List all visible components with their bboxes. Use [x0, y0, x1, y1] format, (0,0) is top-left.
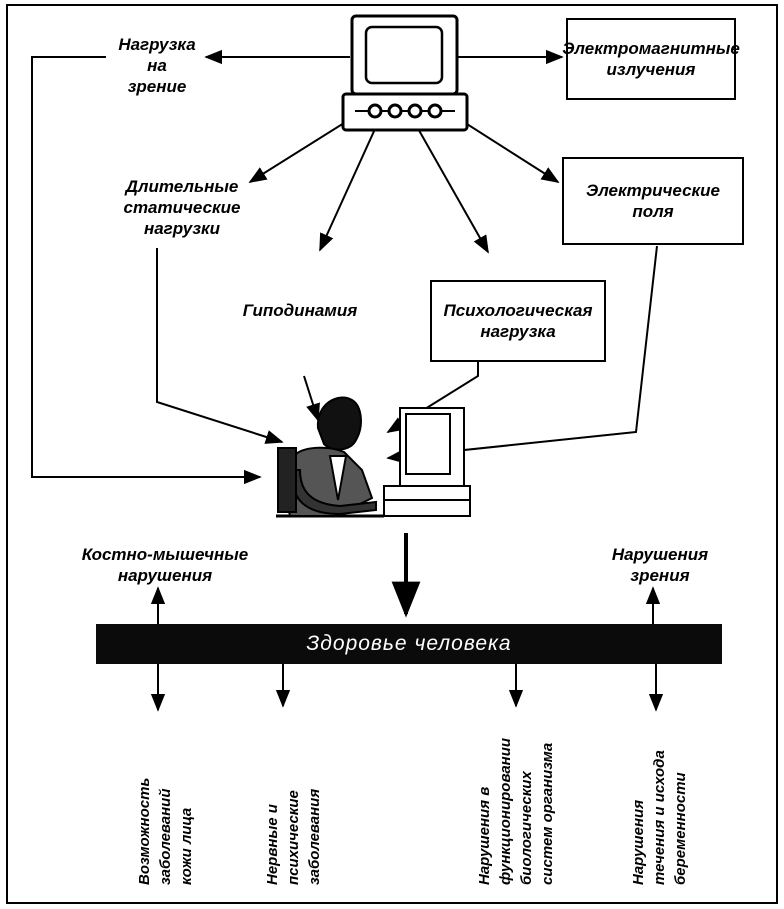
vision-disorders-label: Нарушения зрения	[611, 545, 709, 585]
health-bar: Здоровье человека	[96, 624, 722, 664]
arrow-to-psych-load	[411, 117, 489, 254]
arrow-vision-to-worker	[31, 56, 262, 485]
electric-fields-box: Электрические поля	[562, 157, 744, 245]
musculoskeletal-label: Костно-мышечные нарушения	[81, 545, 249, 585]
health-label: Здоровье человека	[306, 632, 512, 655]
worker-at-computer-icon	[276, 396, 471, 518]
nervous-disease-label: Нервные и психические заболевания	[264, 788, 323, 885]
skin-disease-label: Возможность заболеваний кожи лица	[136, 777, 195, 885]
pregnancy-disorders-label: Нарушения течения и исхода беременности	[630, 750, 689, 885]
static-loads-label: Длительные статические нагрузки	[123, 177, 241, 238]
psych-load-box: Психологическая нагрузка	[430, 280, 606, 362]
arrow-static-to-worker	[156, 248, 284, 444]
electric-fields-label: Электрические поля	[585, 181, 720, 221]
arrow-electric-to-worker	[386, 245, 658, 464]
arrow-to-static-loads	[248, 117, 353, 183]
biosystems-disorders-label: Нарушения в функционировании биологическ…	[476, 737, 556, 885]
em-radiation-box: Электромагнитные излучения	[562, 18, 740, 100]
hypodynamia-label: Гиподинамия	[242, 301, 358, 320]
computer-icon	[341, 14, 469, 132]
diagram-frame	[6, 4, 778, 904]
em-radiation-label: Электромагнитные излучения	[562, 39, 740, 79]
arrow-hypodynamia-to-worker	[303, 375, 320, 422]
arrow-to-hypodynamia	[319, 117, 381, 252]
psych-load-label: Психологическая нагрузка	[443, 301, 593, 341]
vision-load-label: Нагрузка на зрение	[118, 35, 196, 96]
